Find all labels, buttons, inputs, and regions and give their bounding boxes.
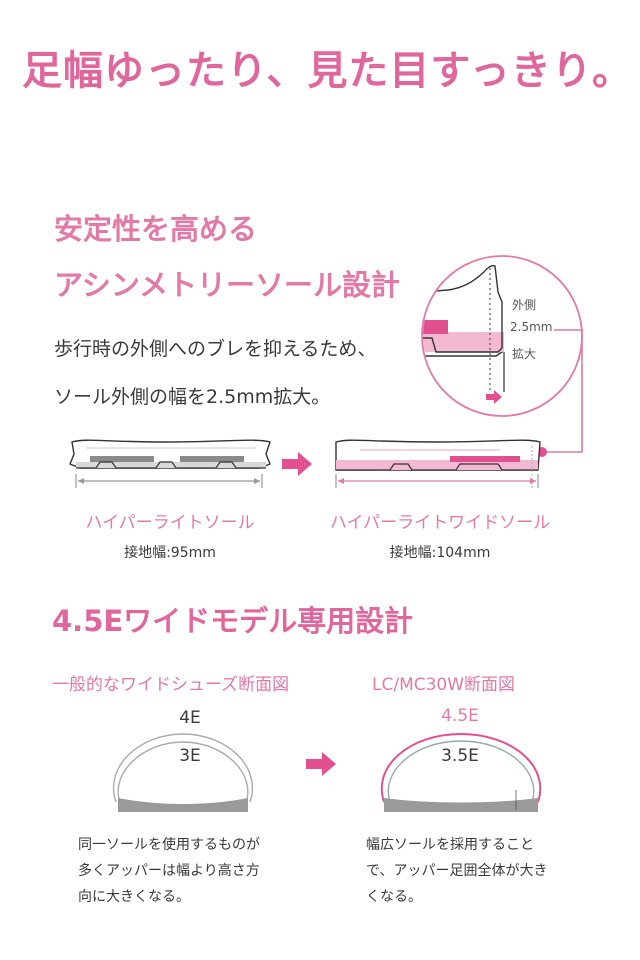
arrow-right-icon <box>282 452 312 476</box>
callout-label-expand: 拡大 <box>512 347 537 361</box>
lc-mc30w-cross-section <box>380 732 542 812</box>
lc-mc30w-subtitle: LC/MC30W断面図 <box>372 675 516 695</box>
sole-description-line1: 歩行時の外側へのブレを抑えるため、 <box>54 338 377 360</box>
general-wide-cross-section <box>112 733 254 812</box>
general-caption-line2: 多くアッパーは幅より高さ方 <box>78 863 260 879</box>
lc-mc30w-inner-width-label: 3.5E <box>441 746 479 766</box>
general-outer-width-label: 4E <box>179 708 201 728</box>
general-wide-caption: 同一ソールを使用するものが 多くアッパーは幅より高さ方 向に大きくなる。 <box>78 832 260 910</box>
sole-after-name: ハイパーライトワイドソール <box>329 513 551 533</box>
page-headline: 足幅ゆったり、見た目すっきり。 <box>22 48 633 94</box>
lc-mc30w-outer-width-label: 4.5E <box>441 706 479 726</box>
lc-caption-line2: で、アッパー足囲全体が大き <box>366 863 548 879</box>
general-caption-line1: 同一ソールを使用するものが <box>78 837 260 853</box>
hyperlight-sole-illustration <box>69 439 271 488</box>
sole-section-title-line1: 安定性を高める <box>54 212 258 246</box>
arrow-right-icon <box>306 752 336 776</box>
sole-before-width: 接地幅:95mm <box>124 545 216 561</box>
sole-edge-magnified-illustration <box>421 255 583 417</box>
general-wide-subtitle: 一般的なワイドシューズ断面図 <box>52 675 290 695</box>
lc-caption-line1: 幅広ソールを採用すること <box>366 837 534 853</box>
general-caption-line3: 向に大きくなる。 <box>78 889 190 905</box>
sole-section-title-line2: アシンメトリーソール設計 <box>54 268 400 302</box>
sole-description-line2: ソール外側の幅を2.5mm拡大。 <box>54 386 331 408</box>
callout-label-outer: 外側 <box>512 298 537 312</box>
general-inner-width-label: 3E <box>179 746 201 766</box>
sole-before-name: ハイパーライトソール <box>85 513 255 533</box>
wide-section-title: 4.5Eワイドモデル専用設計 <box>52 604 414 638</box>
hyperlight-wide-sole-illustration <box>335 439 541 488</box>
sole-after-width: 接地幅:104mm <box>389 545 491 561</box>
lc-mc30w-caption: 幅広ソールを採用すること で、アッパー足囲全体が大き くなる。 <box>366 832 547 910</box>
callout-label-amount: 2.5mm <box>510 320 553 334</box>
lc-caption-line3: くなる。 <box>366 889 422 905</box>
